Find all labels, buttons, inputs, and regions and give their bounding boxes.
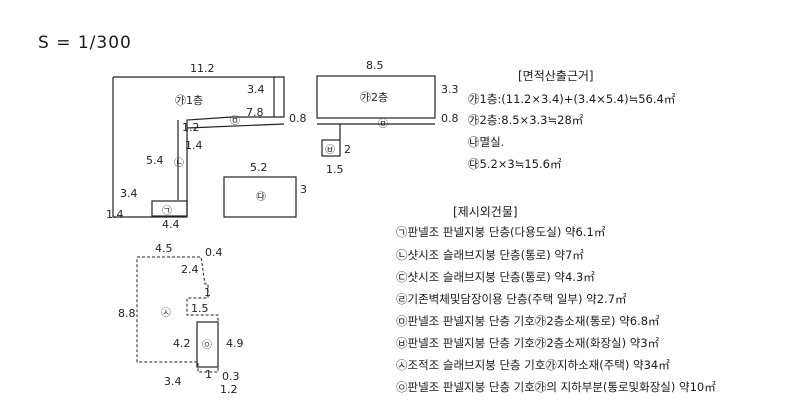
building-d-outline xyxy=(136,256,219,373)
area-calc-title: [면적산출근거] xyxy=(518,69,594,83)
annex-ba xyxy=(321,139,341,157)
dim-b1-08: 0.8 xyxy=(289,112,307,125)
dim-b1-44: 4.4 xyxy=(162,218,180,231)
dim-b1-inner: 1.2 xyxy=(182,121,200,134)
dim-d-42: 4.2 xyxy=(173,337,191,350)
extra-row: ㉡샷시조 슬래브지붕 단층(통로) 약7㎡ xyxy=(396,248,584,262)
dim-b1-14: 1.4 xyxy=(185,139,203,152)
dim-d-1: 1 xyxy=(204,286,211,299)
dim-d-34: 3.4 xyxy=(164,375,182,388)
symbol-na: ㉡ xyxy=(174,157,184,169)
extra-row: ㉢샷시조 슬래브지붕 단층(통로) 약4.3㎡ xyxy=(396,270,595,284)
dim-b2-15: 1.5 xyxy=(326,163,344,176)
dim-b2-right: 3.3 xyxy=(441,83,459,96)
building-c-outline xyxy=(223,176,297,218)
dim-d-04: 0.4 xyxy=(205,246,223,259)
building1-outline xyxy=(112,76,285,218)
scale-label: S = 1/300 xyxy=(38,33,132,53)
annex-ga xyxy=(151,200,188,217)
symbol-ma-2: ㉤ xyxy=(378,118,388,130)
symbol-sa: ㉦ xyxy=(161,307,171,319)
extra-row: ㉧판넬조 판넬지붕 단층 기호㉮의 지하부분(통로및화장실) 약10㎡ xyxy=(396,380,716,394)
annex-o xyxy=(196,321,219,368)
dim-b1-54: 5.4 xyxy=(146,154,164,167)
extra-row: ㉤판넬조 판넬지붕 단층 기호㉮2층소재(통로) 약6.8㎡ xyxy=(396,314,660,328)
extra-row: ㉦조적조 슬래브지붕 단층 기호㉮지하소재(주택) 약34㎡ xyxy=(396,358,670,372)
dim-d-49: 4.9 xyxy=(226,337,244,350)
area-row: ㉰5.2×3≒15.6㎡ xyxy=(468,157,562,171)
dim-d-88: 8.8 xyxy=(118,307,136,320)
dim-d-03: 0.3 xyxy=(222,370,240,383)
dim-c-right: 3 xyxy=(300,183,307,196)
extra-row: ㉥판넬조 판넬지붕 단층 기호㉮2층소재(화장실) 약3㎡ xyxy=(396,336,660,350)
dim-b1-14b: 1.4 xyxy=(106,208,124,221)
symbol-da: ㉰ xyxy=(256,191,266,203)
building2-outline xyxy=(316,75,436,119)
dim-b1-34b: 3.4 xyxy=(120,187,138,200)
area-row: ㉯멸실. xyxy=(468,135,505,149)
extra-row: ㉣기존벽체및담장이용 단층(주택 일부) 약2.7㎡ xyxy=(396,292,627,306)
building2-name: ㉮2층 xyxy=(360,91,388,104)
dim-b1-78: 7.8 xyxy=(246,106,264,119)
dim-c-top: 5.2 xyxy=(250,161,268,174)
dim-d-1b: 1 xyxy=(205,368,212,381)
dim-b2-2: 2 xyxy=(344,143,351,156)
symbol-ga: ㉠ xyxy=(162,205,172,217)
dim-d-45: 4.5 xyxy=(155,242,173,255)
area-row: ㉮2층:8.5×3.3≒28㎡ xyxy=(468,113,584,127)
dim-d-12: 1.2 xyxy=(220,383,238,396)
dim-b1-top: 11.2 xyxy=(190,62,215,75)
dim-b2-top: 8.5 xyxy=(366,59,384,72)
symbol-o: ㉧ xyxy=(202,339,212,351)
dim-b2-08: 0.8 xyxy=(441,112,459,125)
extra-buildings-title: [제시외건물] xyxy=(453,205,518,219)
area-row: ㉮1층:(11.2×3.4)+(3.4×5.4)≒56.4㎡ xyxy=(468,92,676,106)
dim-d-24: 2.4 xyxy=(181,263,199,276)
symbol-ba: ㉥ xyxy=(325,144,335,156)
dim-d-15: 1.5 xyxy=(191,302,209,315)
building1-inner-line xyxy=(186,123,285,129)
building1-name: ㉮1층 xyxy=(175,94,203,107)
extra-row: ㉠판넬조 판넬지붕 단층(다용도실) 약6.1㎡ xyxy=(396,225,606,239)
dim-b1-right: 3.4 xyxy=(247,83,265,96)
symbol-ma: ㉤ xyxy=(230,115,240,127)
